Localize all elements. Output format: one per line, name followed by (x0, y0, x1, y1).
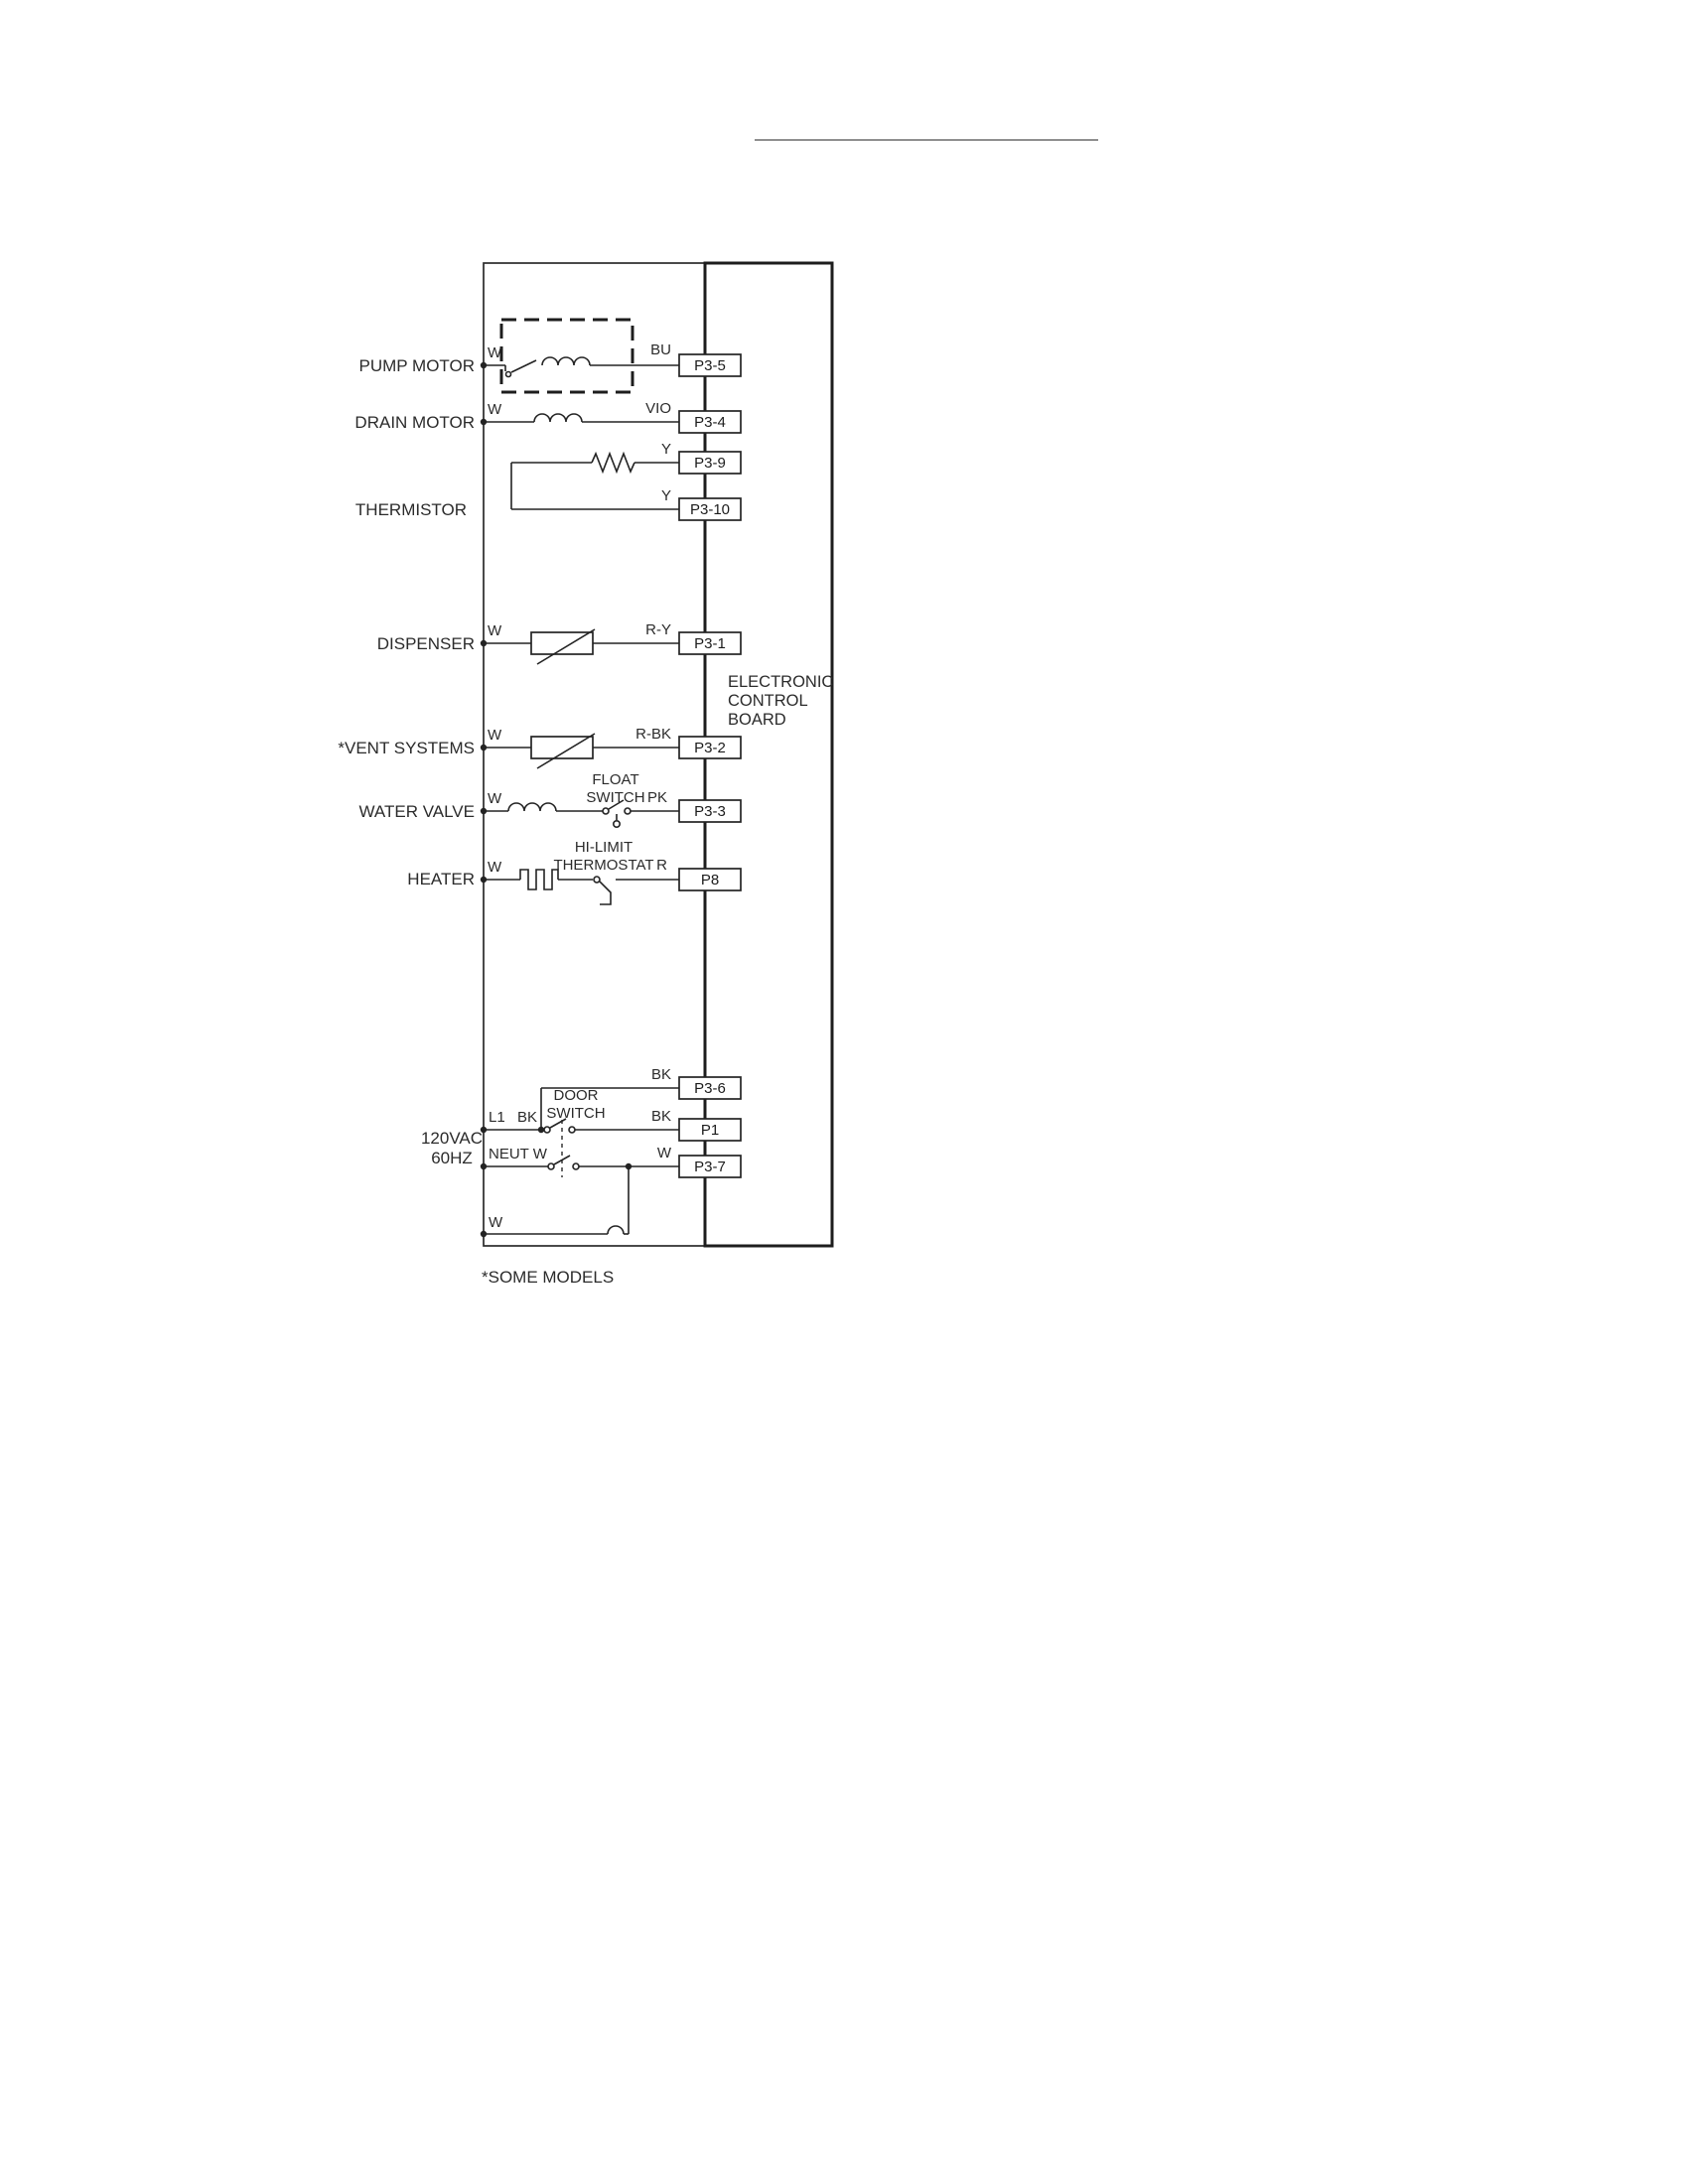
label-electronic: ELECTRONIC (728, 673, 833, 691)
connector-label: P3-10 (690, 501, 730, 518)
label-door-switch: SWITCH (546, 1105, 605, 1122)
wire-label-w-dispenser: W (488, 622, 502, 639)
water-valve-circuit (480, 799, 679, 828)
thermistor-circuit (510, 451, 679, 510)
connector-label: P3-9 (694, 455, 726, 472)
connector-p3-4: P3-4 (678, 410, 742, 434)
float-switch-symbol (602, 799, 632, 828)
connector-p3-5: P3-5 (678, 353, 742, 377)
heater-element-symbol (519, 869, 559, 890)
dispenser-circuit (480, 628, 679, 665)
label-dispenser: DISPENSER (377, 634, 475, 653)
wire-label-r-y: R-Y (645, 621, 671, 638)
label-hi-limit: HI-LIMIT (575, 839, 633, 856)
label-pump-motor: PUMP MOTOR (359, 356, 476, 375)
wire-label-y-bottom: Y (661, 487, 671, 504)
label-heater: HEATER (407, 870, 475, 888)
wire-label-bu: BU (650, 341, 671, 358)
connector-label: P3-3 (694, 803, 726, 820)
connector-label: P3-2 (694, 740, 726, 756)
wire-label-w-vent: W (488, 727, 502, 744)
label-thermostat: THERMOSTAT (553, 857, 653, 874)
door-switch-pole2-symbol (547, 1155, 580, 1170)
wire-label-bk-l1: BK (517, 1109, 537, 1126)
connector-label: P3-6 (694, 1080, 726, 1097)
wire-label-w-drain: W (488, 401, 502, 418)
wire-label-w-water: W (488, 790, 502, 807)
wire-label-r: R (656, 857, 667, 874)
connector-label: P8 (701, 872, 719, 888)
pump-motor-circuit (480, 318, 679, 394)
water-valve-coil-symbol (507, 802, 557, 812)
connector-label: P3-1 (694, 635, 726, 652)
wire-crossover-hump (607, 1225, 625, 1235)
wire-label-w-p37: W (657, 1145, 672, 1161)
hi-limit-thermostat-symbol (593, 876, 612, 905)
pump-switch-contact (504, 370, 512, 378)
label-drain-motor: DRAIN MOTOR (354, 413, 475, 432)
pump-coil-symbol (541, 356, 591, 366)
connector-label: P3-7 (694, 1159, 726, 1175)
drain-coil-symbol (533, 413, 583, 423)
wire-label-vio: VIO (645, 400, 671, 417)
power-section-circuit (480, 1087, 679, 1238)
connector-p8: P8 (678, 868, 742, 891)
label-vent-systems: *VENT SYSTEMS (338, 739, 475, 757)
connector-p3-7: P3-7 (678, 1155, 742, 1178)
connector-p3-9: P3-9 (678, 451, 742, 475)
connector-p3-6: P3-6 (678, 1076, 742, 1100)
label-control: CONTROL (728, 692, 808, 710)
thermistor-resistor-symbol (591, 451, 635, 475)
pump-motor-dashed-box (499, 318, 634, 394)
label-float-switch: SWITCH (586, 789, 644, 806)
label-float: FLOAT (592, 771, 638, 788)
drain-motor-circuit (480, 413, 679, 426)
label-some-models: *SOME MODELS (482, 1268, 614, 1287)
connector-p3-3: P3-3 (678, 799, 742, 823)
connector-p3-1: P3-1 (678, 631, 742, 655)
wire-label-y-top: Y (661, 441, 671, 458)
label-door: DOOR (554, 1087, 599, 1104)
wire-label-pk: PK (647, 789, 667, 806)
connector-label: P3-4 (694, 414, 726, 431)
label-thermistor: THERMISTOR (355, 500, 467, 519)
wire-label-bk-top: BK (651, 1066, 671, 1083)
wire-label-r-bk: R-BK (635, 726, 671, 743)
label-60hz: 60HZ (431, 1149, 473, 1167)
label-water-valve: WATER VALVE (358, 802, 475, 821)
wire-label-bk-mid: BK (651, 1108, 671, 1125)
connector-label: P3-5 (694, 357, 726, 374)
wire-label-w-heater: W (488, 859, 502, 876)
door-switch-pole1-symbol (543, 1118, 576, 1134)
connector-p1: P1 (678, 1118, 742, 1142)
wire-label-w-pump: W (488, 344, 502, 361)
wire-label-l1: L1 (489, 1109, 505, 1126)
vent-systems-circuit (480, 733, 679, 769)
connector-label: P1 (701, 1122, 719, 1139)
wire-label-w-return: W (489, 1214, 503, 1231)
connector-p3-10: P3-10 (678, 497, 742, 521)
label-120vac: 120VAC (421, 1129, 483, 1148)
pump-switch-lever (510, 359, 537, 373)
heater-circuit (480, 869, 679, 905)
label-board: BOARD (728, 711, 786, 729)
connector-p3-2: P3-2 (678, 736, 742, 759)
wire-label-neut-w: NEUT W (489, 1146, 548, 1162)
